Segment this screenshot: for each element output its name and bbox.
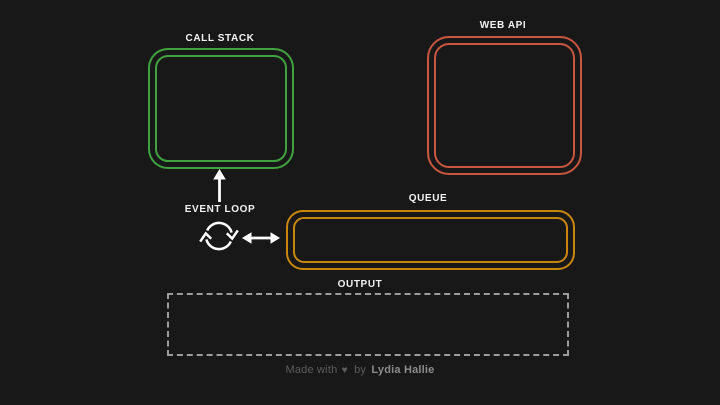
- event-loop-label: EVENT LOOP: [184, 204, 256, 215]
- output-label: OUTPUT: [337, 279, 383, 290]
- call-stack-label: CALL STACK: [185, 33, 255, 44]
- web-api-inner-box: [434, 43, 575, 168]
- queue-inner-box: [293, 217, 568, 263]
- refresh-cycle-icon: [199, 221, 239, 251]
- queue-box: [286, 210, 575, 270]
- call-stack-inner-box: [155, 55, 287, 162]
- queue-label: QUEUE: [408, 193, 448, 204]
- web-api-label: WEB API: [479, 20, 527, 31]
- made-with-text: Made with: [285, 364, 338, 376]
- web-api-box: [427, 36, 582, 175]
- call-stack-box: [148, 48, 294, 169]
- event-loop-cycle: [197, 215, 241, 257]
- heart-icon: ♥: [341, 365, 348, 376]
- double-headed-arrow-icon: [242, 232, 280, 244]
- author-name: Lydia Hallie: [371, 364, 435, 376]
- output-box: [167, 293, 569, 356]
- footer-credit: Made with ♥ by Lydia Hallie: [0, 364, 720, 376]
- by-text: by: [354, 364, 367, 376]
- arrow-up-icon: [213, 169, 226, 202]
- event-loop-to-queue-arrow: [242, 230, 280, 246]
- event-loop-to-call-stack-arrow: [211, 169, 228, 203]
